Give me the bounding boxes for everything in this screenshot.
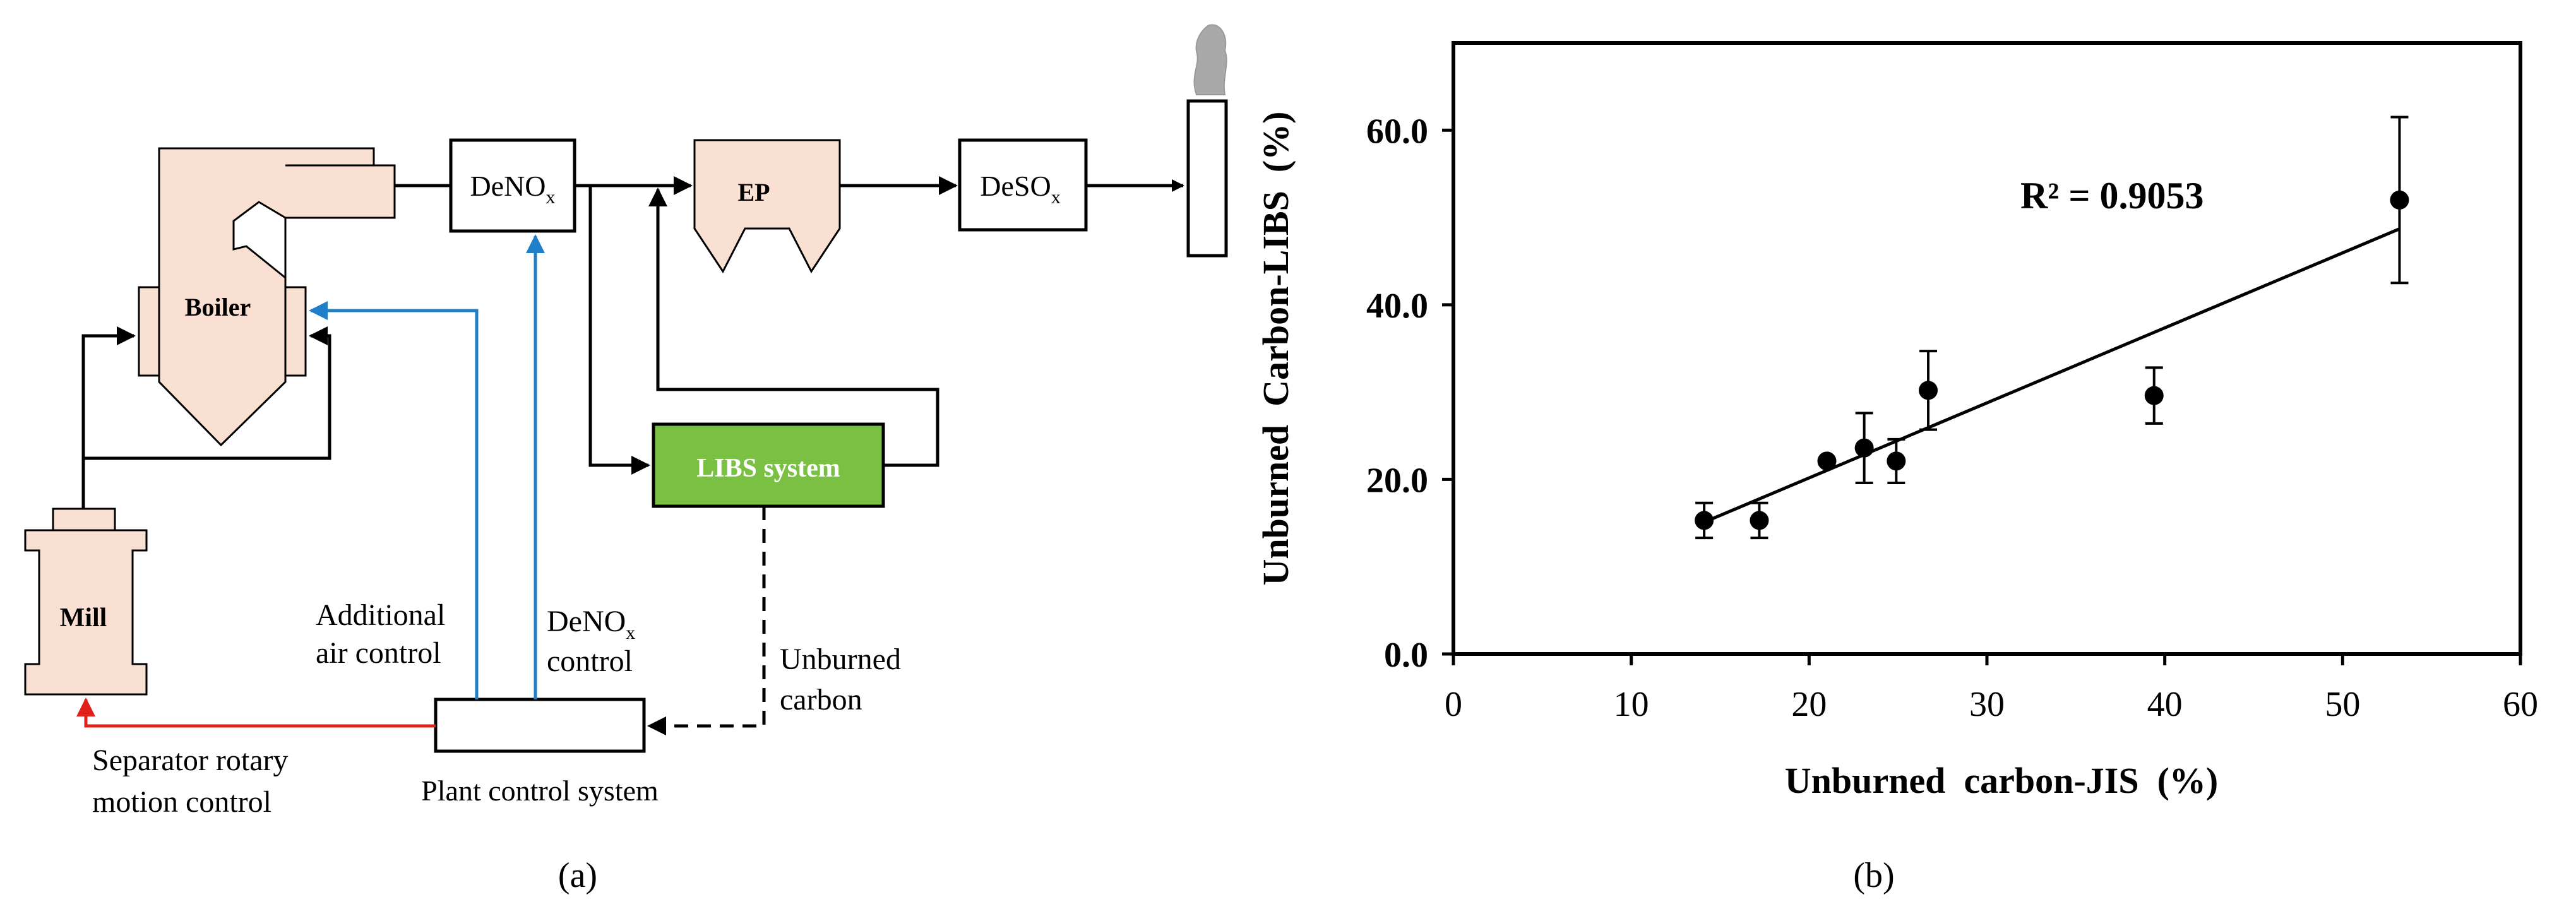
flow-lines <box>81 176 1184 735</box>
libs-system-box <box>652 422 885 508</box>
ep-outline <box>693 139 841 273</box>
plant-control-system: Plant control system <box>421 698 659 807</box>
x-tick-label: 10 <box>1614 685 1649 724</box>
plot-area-frame <box>1452 41 2522 656</box>
desox-label: DeSO <box>980 170 1051 202</box>
denox-subscript: x <box>546 187 556 208</box>
boiler-windbox-left <box>138 286 160 377</box>
plant-control-box <box>434 698 646 753</box>
separator-label-1: Separator rotary <box>92 744 289 777</box>
y-tick-label: 40.0 <box>1366 287 1428 326</box>
data-point <box>1919 381 1938 400</box>
panel-b-caption: (b) <box>1853 856 1894 895</box>
data-points <box>1695 190 2409 530</box>
x-tick-label: 0 <box>1445 685 1462 724</box>
plant-control-label: Plant control system <box>421 775 659 807</box>
x-tick-label: 60 <box>2503 685 2538 724</box>
boiler-nose <box>232 201 287 280</box>
mill-label: Mill <box>60 603 107 633</box>
data-point <box>2144 386 2164 405</box>
data-point <box>1854 438 1874 458</box>
additional-air-label-2: air control <box>316 636 441 670</box>
y-axis: 0.0 20.0 40.0 60.0 <box>1366 112 1453 675</box>
boiler-label: Boiler <box>185 293 251 321</box>
boiler-windbox-right <box>284 286 307 377</box>
data-point <box>2390 190 2409 210</box>
mill-top <box>52 508 116 532</box>
svg-text:DeNOx: DeNOx <box>470 170 555 208</box>
x-axis: 0 10 20 30 40 50 60 <box>1445 654 2538 724</box>
control-line-red <box>76 698 436 728</box>
data-point <box>1887 451 1906 471</box>
trendline <box>1703 227 2400 524</box>
x-tick-label: 40 <box>2147 685 2183 724</box>
libs-system-label: LIBS system <box>696 454 840 483</box>
y-tick-label: 60.0 <box>1366 112 1428 151</box>
mill-unit: Mill <box>24 508 148 696</box>
data-point <box>1750 511 1769 530</box>
additional-air-label-1: Additional <box>316 598 445 632</box>
y-tick-label: 20.0 <box>1366 461 1428 500</box>
svg-text:DeSOx: DeSOx <box>980 170 1060 208</box>
scatter-chart: 0 10 20 30 40 50 60 0.0 20.0 40.0 60.0 R² = 0.905… <box>1255 41 2538 895</box>
data-point <box>1817 451 1837 471</box>
x-tick-label: 50 <box>2325 685 2360 724</box>
x-axis-label: Unburned carbon-JIS (%) <box>1785 760 2218 801</box>
stack <box>1186 99 1228 258</box>
y-axis-label: Unburned Carbon-LIBS (%) <box>1255 112 1296 586</box>
x-tick-label: 30 <box>1969 685 2005 724</box>
denox-control-sub: x <box>626 622 635 643</box>
denox-control-label-1: DeNO <box>547 605 626 638</box>
svg-text:DeNOx: DeNOx <box>547 605 635 643</box>
denox-label: DeNO <box>470 170 546 202</box>
separator-label-2: motion control <box>92 785 271 819</box>
ep-label: EP <box>737 178 770 206</box>
y-tick-label: 0.0 <box>1384 636 1428 675</box>
x-tick-label: 20 <box>1791 685 1827 724</box>
libs-system-unit: LIBS system <box>652 422 885 508</box>
ep-unit: EP <box>693 139 841 273</box>
trendline-group <box>1703 227 2400 524</box>
unburned-carbon-label-2: carbon <box>780 683 862 716</box>
denox-control-label-2: control <box>547 645 633 678</box>
denox-box <box>449 138 576 233</box>
denox-unit: DeNOx <box>449 138 576 233</box>
stack-unit <box>1186 24 1228 258</box>
boiler-unit: Boiler <box>138 147 396 447</box>
r-squared-annotation: R² = 0.9053 <box>2020 175 2204 217</box>
unburned-carbon-label-1: Unburned <box>780 643 901 676</box>
desox-subscript: x <box>1051 187 1061 208</box>
mill-body <box>24 529 148 696</box>
panel-a-caption: (a) <box>558 856 597 895</box>
smoke-icon <box>1193 24 1227 95</box>
desox-unit: DeSOx <box>958 138 1088 232</box>
data-point <box>1695 511 1714 530</box>
desox-box <box>958 138 1088 232</box>
process-diagram: Boiler DeNOx EP DeSOx LIBS system <box>24 24 1228 895</box>
control-lines-blue <box>309 234 545 699</box>
